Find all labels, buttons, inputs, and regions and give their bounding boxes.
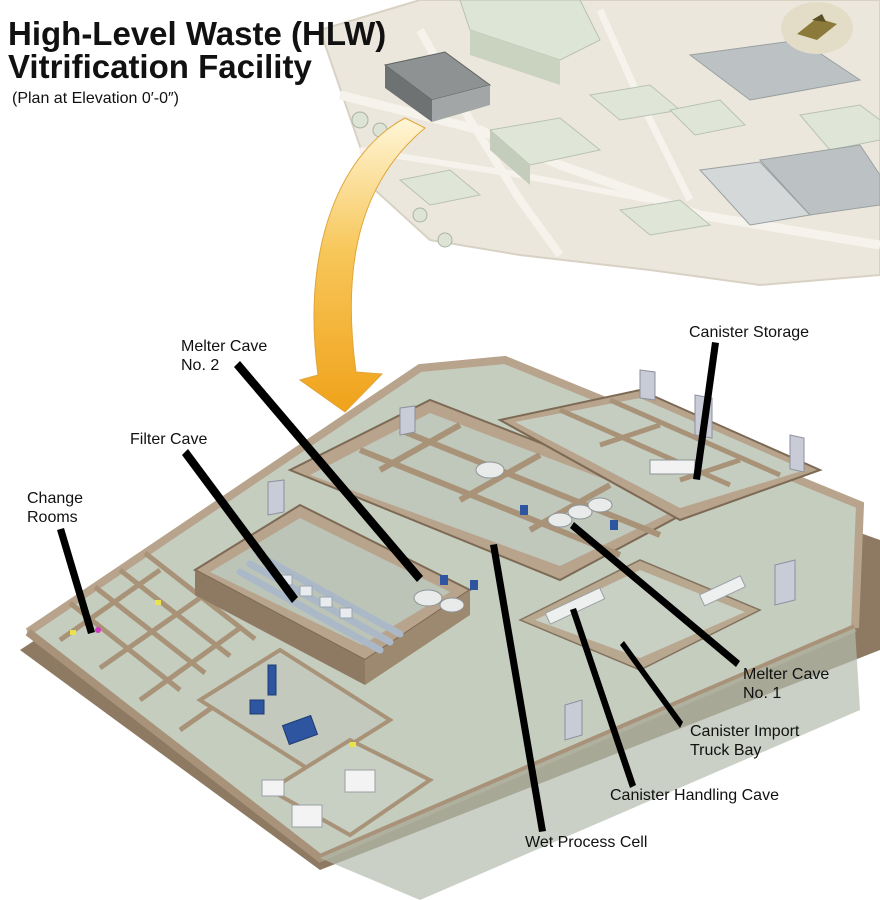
label-canister-handling-cave: Canister Handling Cave xyxy=(610,787,779,804)
north-arrow-compass-icon xyxy=(781,2,853,54)
callout-leader-lines xyxy=(57,342,740,832)
facility-floor-plan xyxy=(20,355,880,900)
site-plan xyxy=(318,0,880,287)
location-arrow-icon xyxy=(298,117,426,413)
page-subtitle: (Plan at Elevation 0′-0″) xyxy=(12,90,179,107)
page-title-line-1: High-Level Waste (HLW) xyxy=(8,15,387,52)
page-title-line-2: Vitrification Facility xyxy=(8,48,312,85)
label-wet-process-cell: Wet Process Cell xyxy=(525,834,648,851)
label-filter-cave: Filter Cave xyxy=(130,431,208,448)
label-canister-storage: Canister Storage xyxy=(689,324,810,341)
